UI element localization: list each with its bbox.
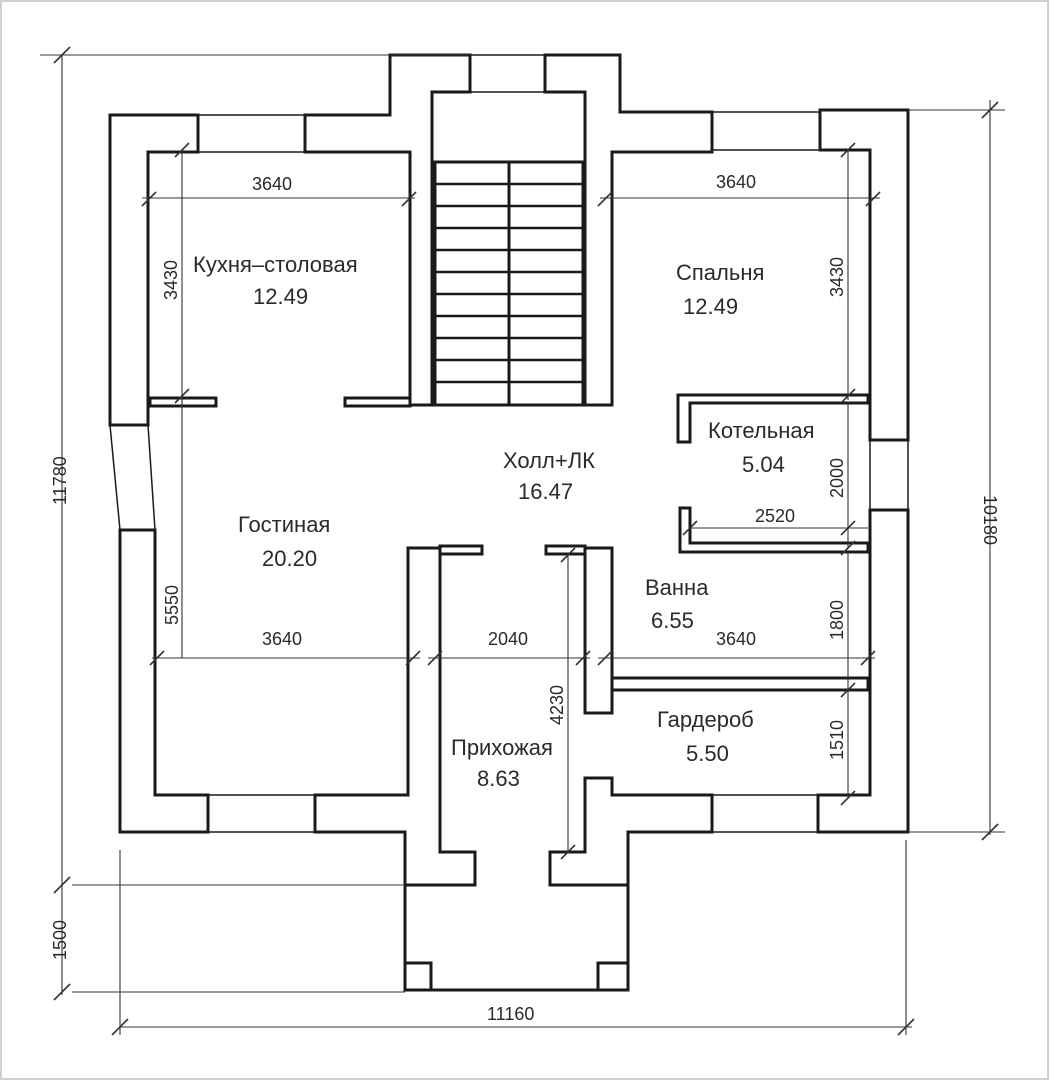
room-name-entry: Прихожая	[451, 735, 553, 760]
room-name-living: Гостиная	[238, 512, 330, 537]
room-name-bath: Ванна	[645, 575, 709, 600]
room-area-kitchen: 12.49	[253, 284, 308, 309]
room-labels: Кухня–столовая 12.49 Спальня 12.49 Холл+…	[193, 252, 815, 791]
wall-bottom-left	[313, 546, 477, 887]
room-name-bedroom: Спальня	[676, 260, 764, 285]
wall-kitchen-stub-right	[343, 396, 412, 408]
dim-bath-width: 3640	[716, 629, 756, 649]
dim-kitchen-width: 3640	[252, 174, 292, 194]
stair-steps	[435, 182, 583, 384]
wall-left-top	[108, 113, 200, 427]
dimension-labels: 3640 3640 2520 3640 2040 3640 11160 1178…	[50, 172, 1000, 1024]
outer-walls	[108, 53, 910, 992]
dim-living-width: 3640	[262, 629, 302, 649]
room-area-wardrobe: 5.50	[686, 741, 729, 766]
porch	[403, 885, 630, 992]
room-area-bedroom: 12.49	[683, 294, 738, 319]
porch-column-left	[403, 961, 433, 992]
wall-bath-wardrobe	[610, 676, 870, 692]
wall-top-bedroom	[543, 53, 714, 407]
wall-bottom-right	[548, 776, 714, 887]
wall-top-kitchen	[303, 53, 472, 407]
dim-overall-height: 11780	[50, 456, 70, 505]
dim-bedroom-height: 3430	[827, 257, 847, 297]
dim-entry-width: 2040	[488, 629, 528, 649]
wall-hall-stub-left	[438, 544, 484, 556]
room-name-kitchen: Кухня–столовая	[193, 252, 358, 277]
staircase	[433, 160, 585, 407]
wall-bath-top	[678, 506, 870, 554]
wall-kitchen-stub	[148, 396, 218, 408]
room-name-hall: Холл+ЛК	[503, 448, 595, 473]
dim-boiler-height: 2000	[827, 458, 847, 498]
dim-right-height: 10180	[980, 495, 1000, 545]
room-area-bath: 6.55	[651, 608, 694, 633]
inner-walls	[148, 393, 870, 715]
dim-bedroom-width: 3640	[716, 172, 756, 192]
dim-bath-height: 1800	[827, 600, 847, 640]
room-area-entry: 8.63	[477, 766, 520, 791]
dim-overall-width: 11160	[487, 1004, 534, 1024]
dim-boiler-width: 2520	[755, 506, 795, 526]
dim-living-height: 5550	[162, 585, 182, 625]
dim-entry-height: 4230	[547, 685, 567, 725]
room-name-boiler: Котельная	[708, 418, 815, 443]
porch-column-right	[596, 961, 630, 992]
wall-boiler	[676, 393, 870, 444]
room-area-boiler: 5.04	[742, 452, 785, 477]
dim-wardrobe-height: 1510	[827, 720, 847, 760]
dim-porch-depth: 1500	[50, 920, 70, 960]
wall-hall-stub-right	[544, 544, 587, 556]
dim-kitchen-height: 3430	[161, 260, 181, 300]
room-name-wardrobe: Гардероб	[657, 707, 754, 732]
wall-left-bottom	[118, 528, 210, 834]
room-area-living: 20.20	[262, 546, 317, 571]
dimension-ticks	[53, 46, 999, 1036]
wall-entry-bath	[583, 546, 614, 715]
wall-right-bottom	[816, 508, 910, 834]
room-area-hall: 16.47	[518, 479, 573, 504]
dimension-lines	[40, 54, 1005, 1035]
